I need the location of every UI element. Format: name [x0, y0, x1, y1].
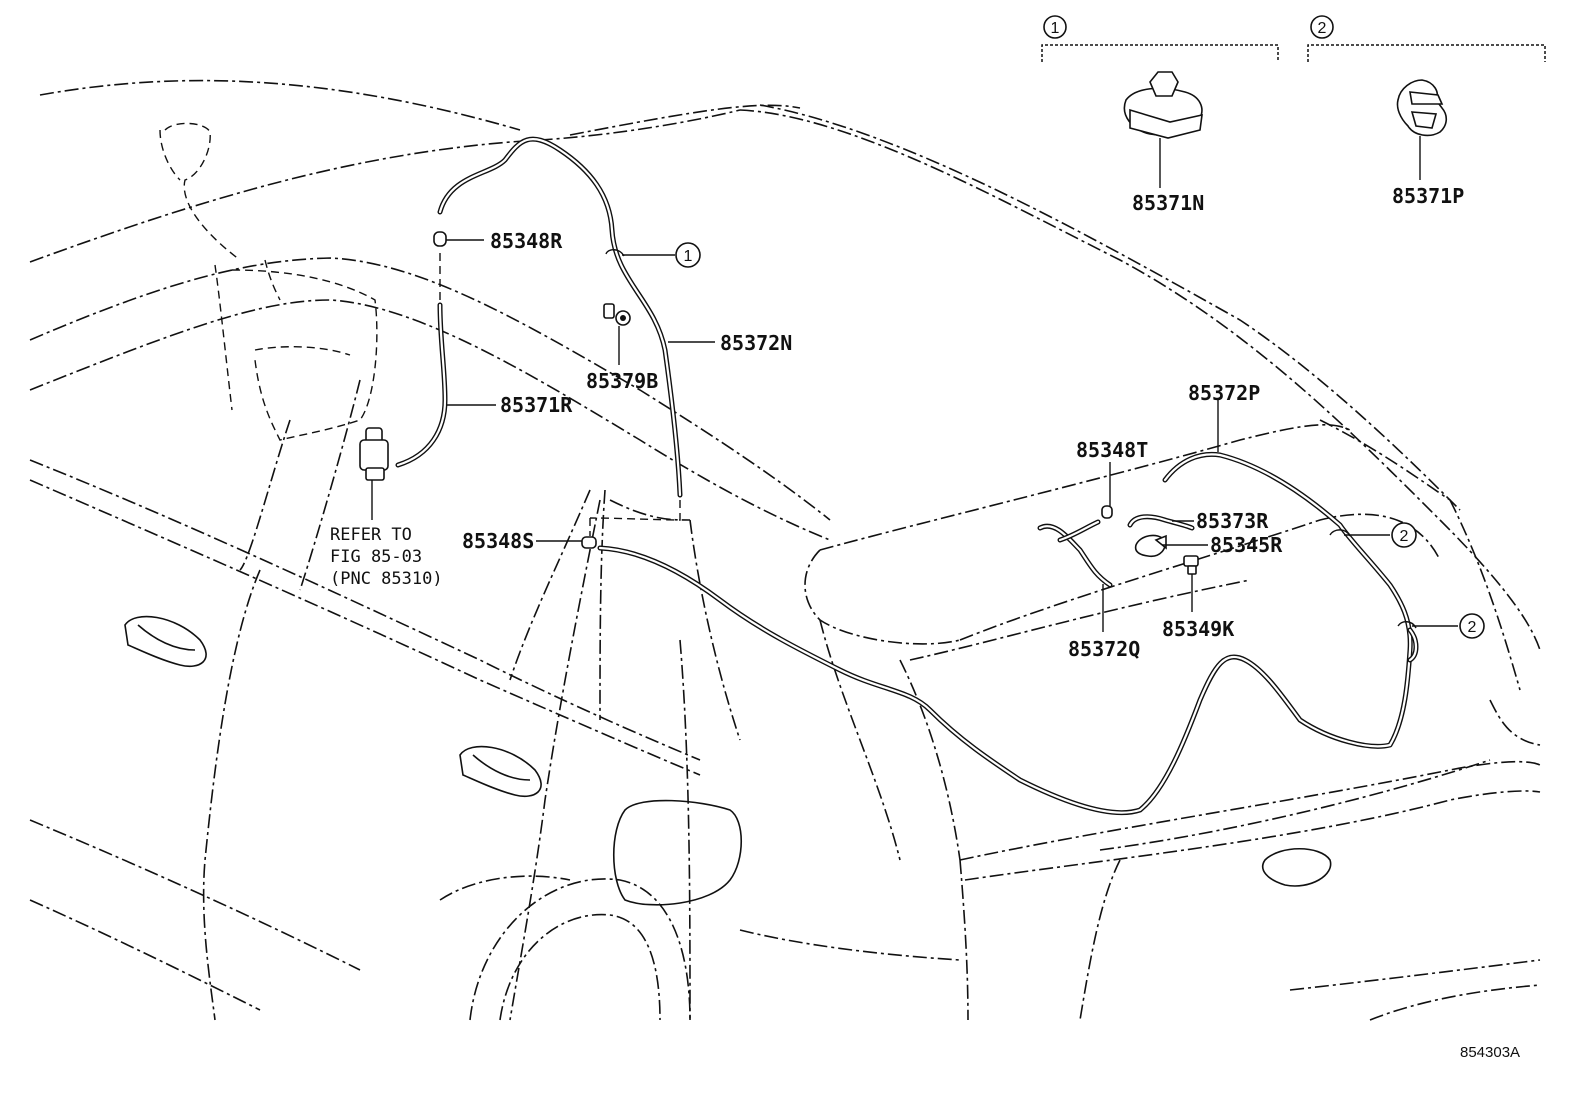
hose-clips [605, 249, 1417, 629]
valve-85345R [1134, 534, 1167, 558]
hose-85372P [597, 451, 1413, 816]
clip-markers: 1 2 2 [675, 242, 1485, 639]
vehicle-body-outline [29, 79, 1541, 1021]
label-85372P: 85372P [1188, 381, 1260, 405]
label-85348R: 85348R [490, 229, 563, 253]
washer-tank [159, 122, 378, 441]
clip-85371N-icon [1123, 71, 1203, 188]
refer-note: REFER TO FIG 85-03 (PNC 85310) [330, 525, 443, 589]
clip-marker-2a: 2 [1400, 528, 1409, 545]
grommet-85379B [603, 303, 631, 326]
clip-group-2: 2 85371P [1307, 15, 1546, 208]
leader-lines [446, 239, 1458, 632]
washer-hoses [395, 136, 1419, 816]
label-85372N: 85372N [720, 331, 792, 355]
refer-note-line-2: FIG 85-03 [330, 547, 422, 567]
label-85371P: 85371P [1392, 184, 1464, 208]
washer-pump [359, 427, 389, 520]
clip-group-1: 1 85371N [1041, 15, 1279, 215]
refer-note-line-1: REFER TO [330, 525, 412, 545]
label-85348T: 85348T [1076, 438, 1148, 462]
clip-85371P-icon [1396, 79, 1448, 180]
clip-group-2-marker: 2 [1318, 20, 1327, 37]
label-85372Q: 85372Q [1068, 637, 1140, 661]
label-85345R: 85345R [1210, 533, 1283, 557]
joint-85348R [433, 231, 447, 247]
clip-marker-1: 1 [684, 248, 693, 265]
nozzle-85349K [1183, 555, 1199, 575]
joint-85348T [1101, 505, 1113, 519]
small-parts [433, 231, 1199, 575]
label-85379B: 85379B [586, 369, 658, 393]
label-85349K: 85349K [1162, 617, 1234, 641]
clip-group-1-marker: 1 [1051, 20, 1060, 37]
label-85371R: 85371R [500, 393, 573, 417]
refer-note-line-3: (PNC 85310) [330, 569, 443, 589]
callout-labels: 85348R 85372N 85379B 85371R 85348S 85372… [462, 229, 1283, 661]
label-85348S: 85348S [462, 529, 534, 553]
figure-number: 854303A [1460, 1044, 1520, 1061]
joint-85348S [581, 536, 597, 549]
label-85371N: 85371N [1132, 191, 1204, 215]
label-85373R: 85373R [1196, 509, 1269, 533]
clip-marker-2b: 2 [1468, 619, 1477, 636]
